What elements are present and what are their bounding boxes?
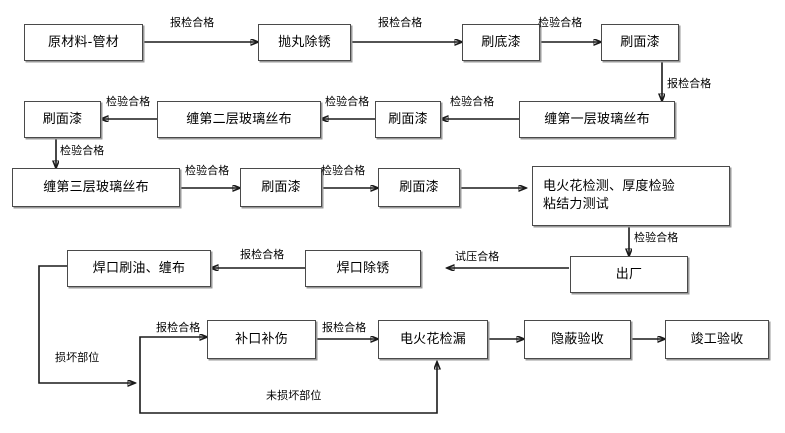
node-topcoat-5[interactable]: 刷面漆 [378, 168, 460, 207]
node-wrap-glass-cloth-layer-2[interactable]: 缠第二层玻璃丝布 [157, 101, 321, 138]
edge-label-n7-n8: 检验合格 [106, 95, 151, 108]
connector-loop-undamaged [139, 362, 437, 414]
edge-label-n8-n9: 检验合格 [60, 144, 105, 157]
edge-label-n16-n17: 报检合格 [322, 321, 367, 334]
node-concealed-acceptance[interactable]: 隐蔽验收 [524, 320, 631, 359]
edge-label-n9-n10: 检验合格 [185, 164, 230, 177]
node-weld-joint-oiling-wrapping[interactable]: 焊口刷油、缠布 [67, 250, 211, 287]
edge-label-n13-n14: 试压合格 [455, 250, 500, 263]
node-wrap-glass-cloth-layer-3[interactable]: 缠第三层玻璃丝布 [12, 168, 180, 207]
node-topcoat-1[interactable]: 刷面漆 [601, 24, 679, 61]
node-factory-shipment[interactable]: 出厂 [570, 256, 688, 293]
node-spark-thickness-adhesion-test[interactable]: 电火花检测、厚度检验 粘结力测试 [532, 166, 730, 226]
node-weld-joint-derusting[interactable]: 焊口除锈 [305, 250, 421, 287]
node-primer-coating[interactable]: 刷底漆 [462, 24, 540, 61]
connector-junction-n16 [139, 337, 207, 383]
node-joint-repair[interactable]: 补口补伤 [207, 320, 316, 359]
node-raw-material-pipe[interactable]: 原材料-管材 [24, 24, 143, 61]
node-topcoat-2[interactable]: 刷面漆 [375, 101, 441, 138]
edge-label-n5-n6: 检验合格 [450, 95, 495, 108]
edge-label-n2-n3: 报检合格 [378, 16, 423, 29]
node-spark-leak-detection[interactable]: 电火花检漏 [378, 320, 488, 359]
node-topcoat-3[interactable]: 刷面漆 [24, 101, 101, 138]
edge-label-n14-n15: 报检合格 [240, 248, 285, 261]
node-topcoat-4[interactable]: 刷面漆 [240, 168, 322, 207]
edge-label-n10-n11: 检验合格 [321, 164, 366, 177]
edge-label-n6-n7: 检验合格 [325, 95, 370, 108]
node-shot-blasting-derusting[interactable]: 抛丸除锈 [258, 24, 351, 61]
edge-label-loop-undamaged: 未损坏部位 [266, 389, 322, 402]
node-completion-acceptance[interactable]: 竣工验收 [665, 320, 769, 359]
edge-label-n15-junction: 损坏部位 [55, 351, 100, 364]
edge-label-n12-n13: 检验合格 [634, 231, 679, 244]
edge-label-n4-n5: 报检合格 [667, 77, 712, 90]
edge-label-junction-n16: 报检合格 [156, 321, 201, 334]
edge-label-n3-n4: 检验合格 [538, 16, 583, 29]
node-wrap-glass-cloth-layer-1[interactable]: 缠第一层玻璃丝布 [519, 101, 675, 138]
edge-label-n1-n2: 报检合格 [170, 16, 215, 29]
